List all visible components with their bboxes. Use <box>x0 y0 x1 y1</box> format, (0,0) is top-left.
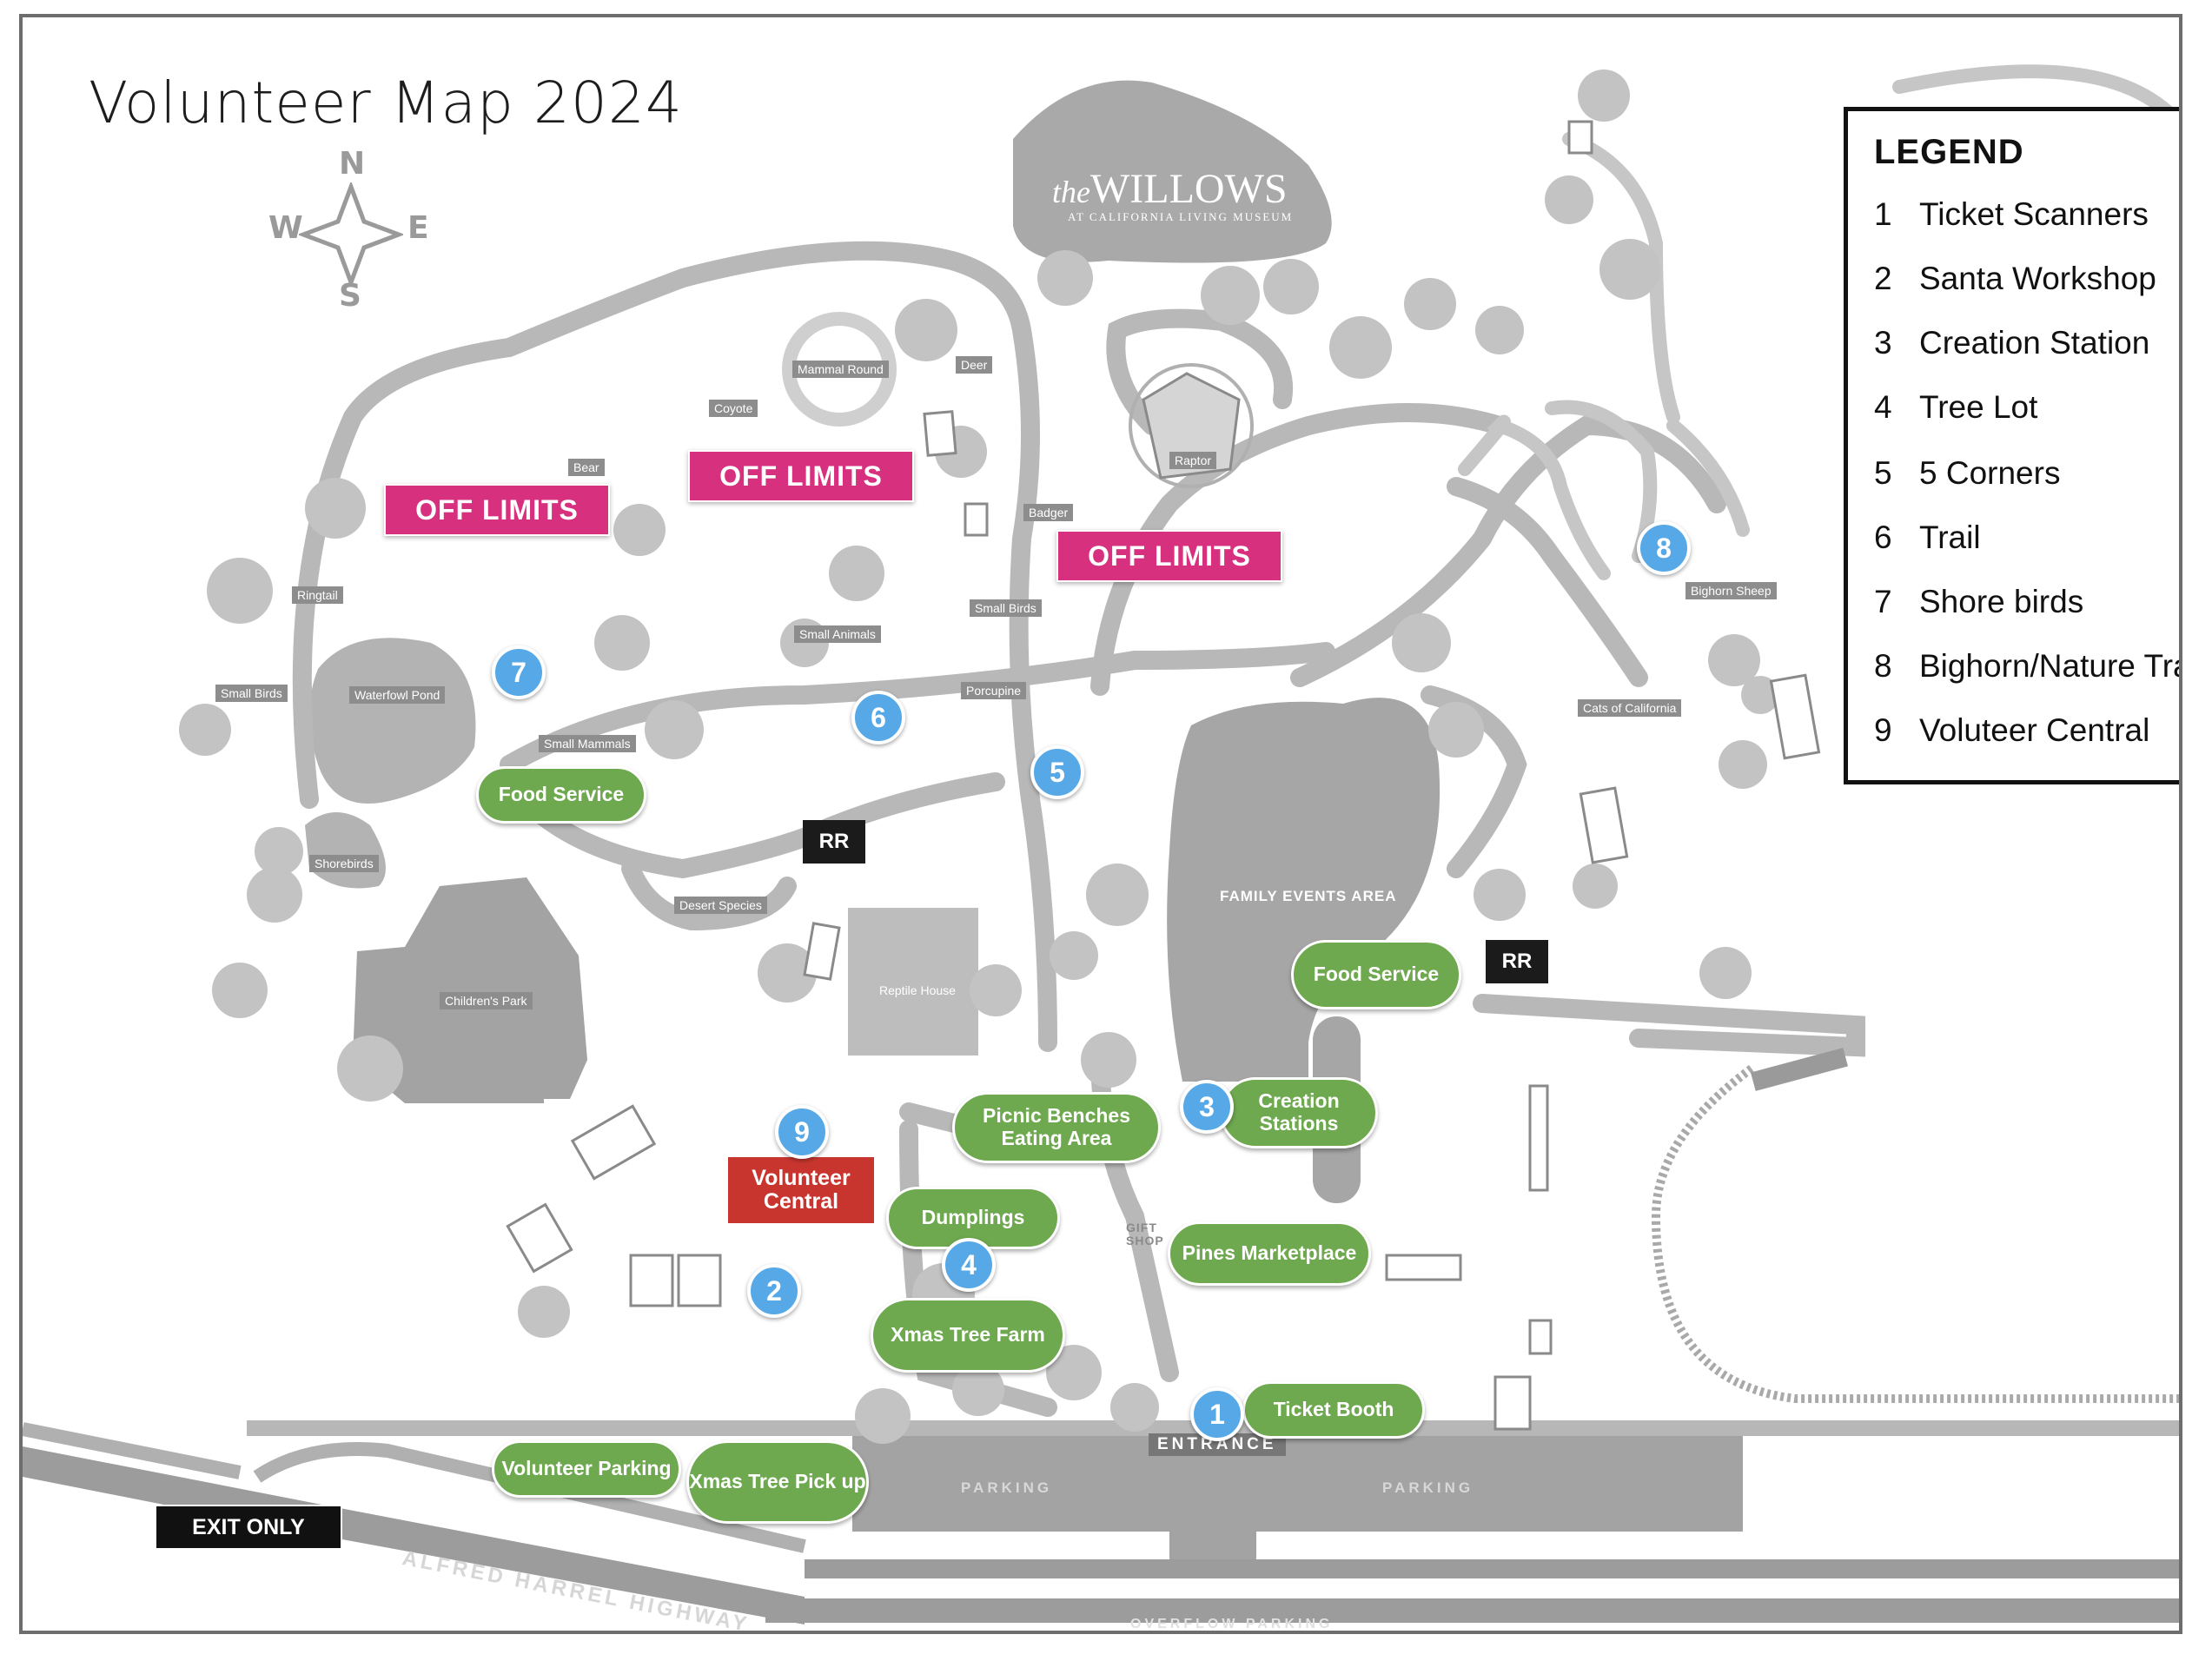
pill-food-service-east: Food Service <box>1291 940 1461 1009</box>
badge-1-ticket-scanners: 1 <box>1190 1387 1244 1441</box>
restroom-west: RR <box>803 820 865 864</box>
parking-lot-right <box>1256 1436 1743 1532</box>
restroom-east: RR <box>1486 940 1548 983</box>
label-small-mammals: Small Mammals <box>539 735 636 752</box>
parking-label-right: PARKING <box>1382 1479 1474 1496</box>
pill-creation-stations: Creation Stations <box>1220 1077 1378 1148</box>
label-porcupine: Porcupine <box>961 682 1027 699</box>
label-small-animals: Small Animals <box>794 625 881 643</box>
exit-only-sign: EXIT ONLY <box>155 1505 342 1550</box>
badge-8-bighorn-trail: 8 <box>1637 521 1691 575</box>
mammal-round <box>782 312 897 427</box>
overflow-parking-road <box>765 1598 2179 1623</box>
highway <box>23 1446 805 1625</box>
label-waterfowl-pond: Waterfowl Pond <box>349 686 446 704</box>
map-frame: Volunteer Map 2024 N S E W theWILLOWS AT… <box>19 14 2182 1634</box>
compass-north: N <box>339 146 366 182</box>
pill-xmas-tree-farm: Xmas Tree Farm <box>871 1298 1065 1373</box>
off-limits-east: OFF LIMITS <box>1056 530 1282 582</box>
label-coyote: Coyote <box>709 400 758 417</box>
label-deer: Deer <box>956 356 993 374</box>
overflow-parking-label: OVERFLOW PARKING <box>1130 1617 1334 1631</box>
parking-label-left: PARKING <box>961 1479 1053 1496</box>
compass-south: S <box>339 278 361 314</box>
trees <box>179 69 1779 1444</box>
train-track <box>1651 1064 2179 1403</box>
gift-shop-label: GIFT SHOP <box>1126 1221 1164 1248</box>
badge-5-five-corners: 5 <box>1030 745 1084 799</box>
badge-4-tree-lot: 4 <box>942 1238 996 1292</box>
pill-volunteer-parking: Volunteer Parking <box>492 1440 681 1498</box>
badge-6-trail: 6 <box>851 691 905 744</box>
overflow-road <box>805 1559 2179 1578</box>
label-cats-of-california: Cats of California <box>1578 699 1682 717</box>
label-bear: Bear <box>568 459 605 476</box>
pill-xmas-tree-pickup: Xmas Tree Pick up <box>686 1440 869 1524</box>
label-childrens-park: Children's Park <box>440 992 533 1009</box>
badge-7-shore-birds: 7 <box>492 645 546 699</box>
label-raptor: Raptor <box>1169 452 1217 469</box>
off-limits-west: OFF LIMITS <box>384 484 610 536</box>
map-title: Volunteer Map 2024 <box>89 69 683 136</box>
label-bighorn-sheep: Bighorn Sheep <box>1685 582 1777 599</box>
reptile-house <box>848 908 978 1055</box>
exit-road <box>23 1422 242 1479</box>
pill-picnic-benches: Picnic Benches Eating Area <box>952 1092 1161 1163</box>
willows-logo: theWILLOWS <box>1052 166 1288 212</box>
label-reptile-house: Reptile House <box>879 983 956 997</box>
badge-3-creation-station: 3 <box>1180 1080 1234 1134</box>
label-desert-species: Desert Species <box>674 897 767 914</box>
pill-food-service-west: Food Service <box>476 766 646 824</box>
willows-building <box>1013 80 1332 263</box>
shorebird-pond <box>305 812 386 889</box>
legend-heading: LEGEND <box>1874 133 2024 171</box>
label-small-birds-east: Small Birds <box>970 599 1042 617</box>
family-events-label: FAMILY EVENTS AREA <box>1220 888 1397 904</box>
train <box>1751 1048 1848 1091</box>
volunteer-central: Volunteer Central <box>728 1157 874 1223</box>
waterfowl-pond <box>309 638 476 804</box>
compass-rose-icon <box>299 182 403 287</box>
label-badger: Badger <box>1023 504 1074 521</box>
pill-ticket-booth: Ticket Booth <box>1242 1381 1425 1439</box>
compass-west: W <box>268 210 303 246</box>
badge-2-santa-workshop: 2 <box>747 1264 801 1318</box>
family-events-area <box>1167 698 1440 1082</box>
label-small-birds-west: Small Birds <box>215 685 288 702</box>
pill-pines-marketplace: Pines Marketplace <box>1168 1221 1371 1286</box>
off-limits-north: OFF LIMITS <box>688 450 914 502</box>
badge-9-volunteer-central: 9 <box>775 1105 829 1159</box>
label-ringtail: Ringtail <box>292 586 343 604</box>
label-shorebirds: Shorebirds <box>309 855 379 872</box>
label-mammal-round: Mammal Round <box>792 361 889 378</box>
willows-subtitle: AT CALIFORNIA LIVING MUSEUM <box>1068 210 1294 223</box>
childrens-park <box>353 877 587 1103</box>
park-map <box>23 64 2179 1625</box>
compass-east: E <box>407 210 429 246</box>
